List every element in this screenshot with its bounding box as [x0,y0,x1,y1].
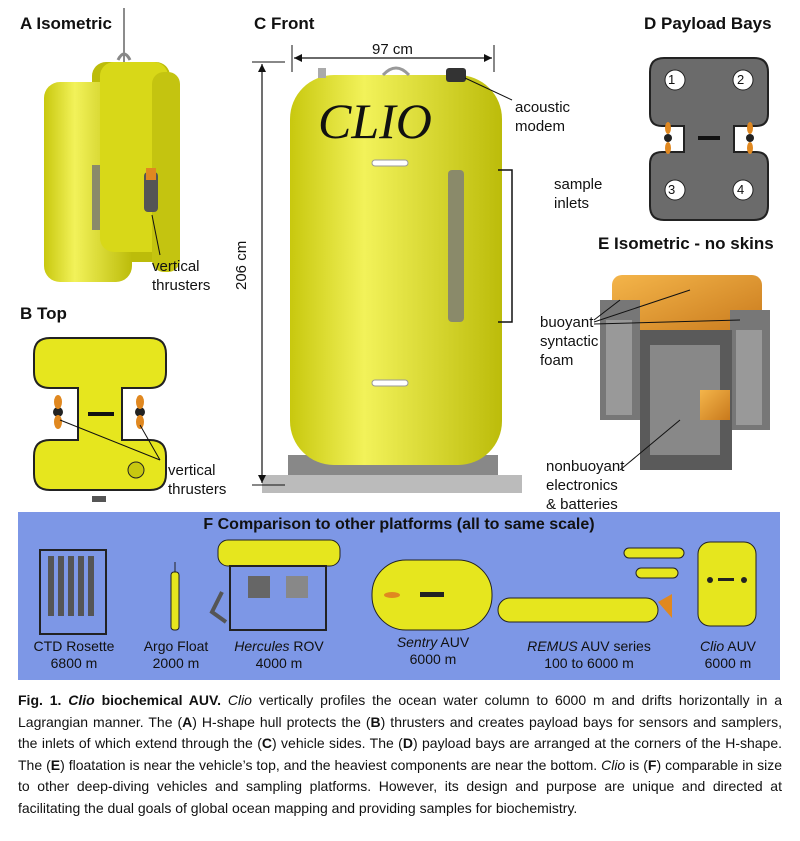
platform-name: Hercules [234,638,290,654]
bay-2-label: 2 [737,72,745,87]
platform-depth: 100 to 6000 m [544,655,634,671]
dimension-height [252,61,285,486]
bay-3-label: 3 [668,182,676,197]
caption-text: ) comparable in size to other deep-divin… [18,756,782,816]
platform-depth: 6000 m [704,655,752,671]
caption-text: ) floatation is near the vehicle’s top, … [60,756,602,773]
panel-c-front-vehicle [252,45,522,493]
panel-b-thruster-right [135,395,145,429]
panel-d-payload-hull [649,57,769,221]
panel-e-title: E Isometric - no skins [598,234,774,253]
platform-depth: 2000 m [152,655,200,671]
ctd-rosette-shape [39,549,107,635]
bay-4-label: 4 [737,182,745,197]
caption-letter: C [261,735,272,752]
dimension-width [291,45,495,72]
caption-letter: D [402,735,413,752]
caption-letter: A [182,713,193,730]
platform-name: CTD Rosette [33,638,115,654]
caption-text: ) payload bays are arranged at the corne… [18,735,783,773]
caption-text: is ( [625,756,648,773]
platform-hercules-rov: Hercules ROV 4000 m [224,638,334,672]
panel-a-label-thrusters: thrusters [152,277,211,294]
panel-c-label-inlets: inlets [554,195,590,212]
panel-a-title: A Isometric [20,14,112,33]
panel-b-thruster-left [53,395,63,429]
panel-e-label-buoyant: buoyant [540,314,594,331]
caption-letter: B [370,713,381,730]
hercules-rov-shape [209,539,341,631]
panel-b-label-thrusters: thrusters [168,481,227,498]
caption-clio: Clio [601,756,626,773]
caption-title-italic: Clio [68,692,95,708]
panel-e-label-nonbuoyant: nonbuoyant [546,458,625,475]
panel-e-label-foam: foam [540,352,574,369]
panel-c-height-dim: 206 cm [233,240,250,290]
platform-clio-auv: Clio AUV 6000 m [682,638,774,672]
sentry-auv-shape [371,559,493,631]
clio-auv-shape [697,541,757,627]
panel-e-label-batteries: & batteries [546,496,618,513]
caption-clio: Clio [227,692,252,708]
panel-e-label-electronics: electronics [546,477,618,494]
panel-b-label-vertical: vertical [168,462,216,479]
panel-c-title: C Front [254,14,315,33]
platform-remus-auv: REMUS AUV series 100 to 6000 m [514,638,664,672]
caption-letter: E [50,756,61,773]
panel-e-springs [606,320,762,425]
bay-1-label: 1 [668,72,676,87]
platform-name-suffix: AUV series [577,638,651,654]
platform-ctd-rosette: CTD Rosette 6800 m [22,638,126,672]
vehicle-name: CLIO [318,93,432,149]
panel-c-label-sample: sample [554,176,603,193]
comparison-title: F Comparison to other platforms (all to … [203,516,595,533]
panel-a-inlets [92,165,100,230]
panel-a-vertical-thruster [144,168,158,212]
caption-letter: F [647,756,657,773]
platform-depth: 6000 m [409,651,457,667]
panel-e-internals [593,275,770,471]
caption-text: ) H-shape hull protects the ( [192,713,371,730]
caption-text: ) thrusters and creates payload bays for… [18,713,782,752]
caption-text: ) vehicle sides. The ( [272,735,403,752]
argo-float-shape [170,562,180,631]
panel-e-label-syntactic: syntactic [540,333,599,350]
panel-c-label-modem: modem [515,118,566,135]
platform-depth: 4000 m [255,655,303,671]
comparison-platforms-graphics [39,539,757,635]
remus-auv-shape [497,547,685,623]
platform-argo-float: Argo Float 2000 m [130,638,222,672]
panel-c-width-dim: 97 cm [372,41,413,58]
platform-name-suffix: AUV [724,638,757,654]
panel-c-label-acoustic: acoustic [515,99,571,116]
figure-caption: Fig. 1. Clio biochemical AUV. Clio verti… [18,690,782,820]
platform-name: Argo Float [143,638,209,654]
platform-sentry-auv: Sentry AUV 6000 m [378,634,488,668]
panel-a-label-vertical: vertical [152,258,200,275]
platform-name: Sentry [396,634,438,650]
comparison-band: F Comparison to other platforms (all to … [18,512,780,680]
platform-name-suffix: AUV [437,634,470,650]
panel-b-title: B Top [20,304,67,323]
panel-d-title: D Payload Bays [644,14,772,33]
caption-fig-number: Fig. 1. [18,692,62,708]
caption-text: vertically profiles the ocean water colu… [18,692,783,730]
platform-name: REMUS [527,638,578,654]
caption-title: biochemical AUV. [94,692,221,708]
platform-depth: 6800 m [50,655,98,671]
panel-a-isometric-hull [44,8,180,282]
panel-b-top-hull [33,337,167,502]
platform-name-suffix: ROV [289,638,324,654]
platform-name: Clio [699,638,725,654]
